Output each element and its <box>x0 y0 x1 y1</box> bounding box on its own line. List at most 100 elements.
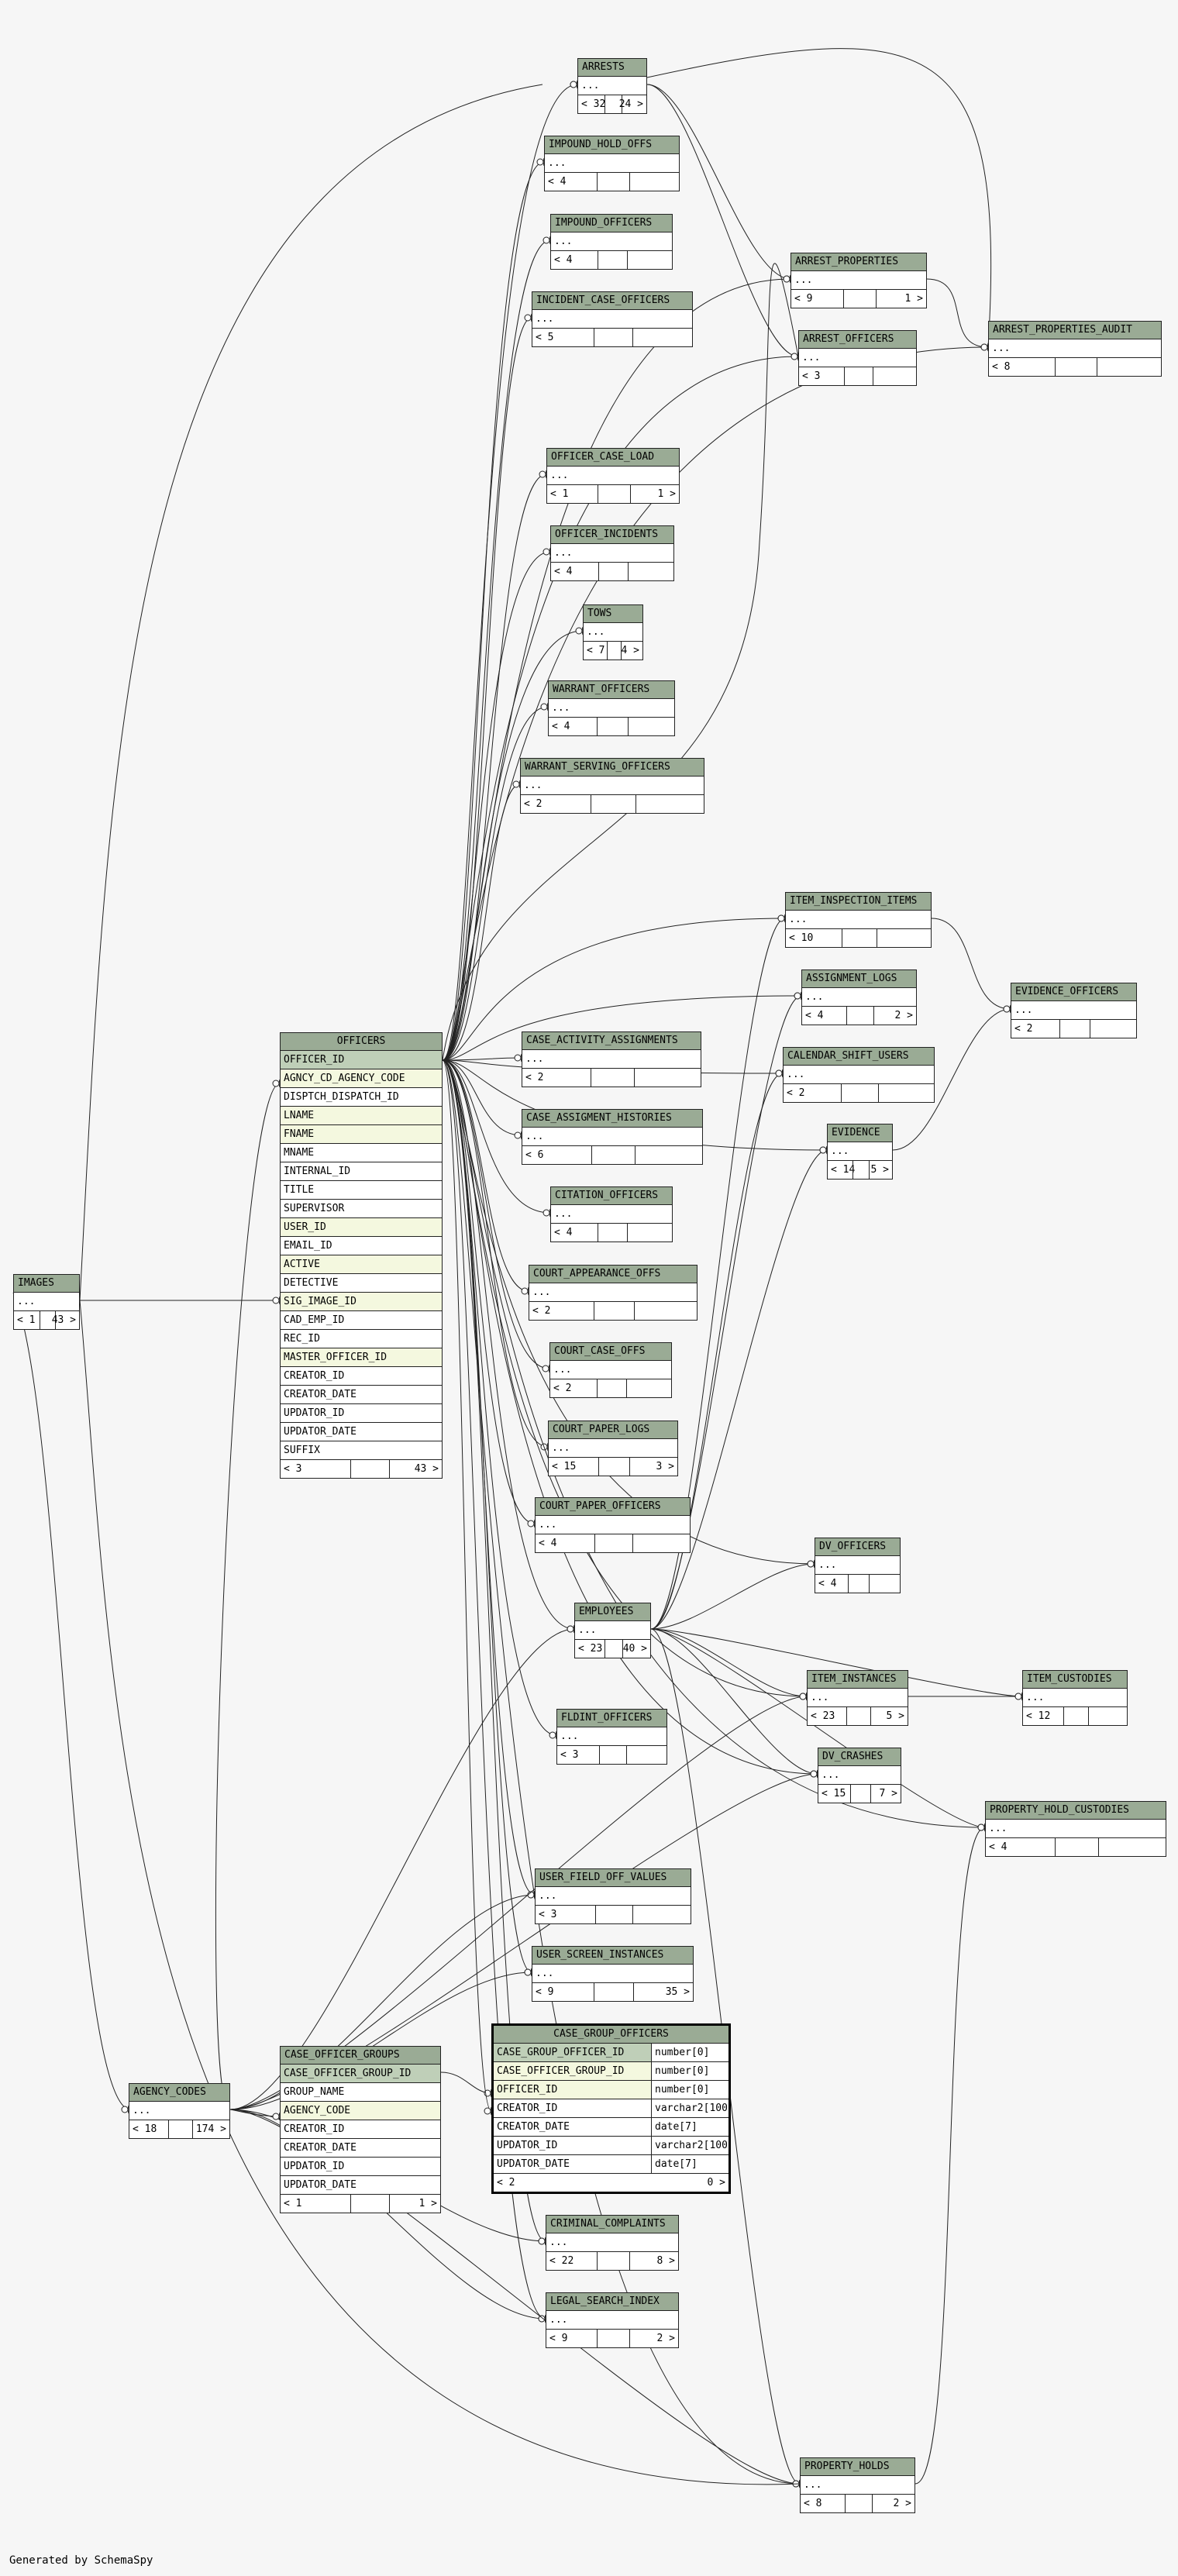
table-fldint-officers[interactable]: FLDINT_OFFICERS...< 3 <box>556 1709 667 1765</box>
column-cad-emp-id: CAD_EMP_ID <box>281 1311 442 1330</box>
table-ellipsis: ... <box>808 1689 908 1707</box>
table-arrest-officers[interactable]: ARREST_OFFICERS...< 3 <box>798 330 917 386</box>
table-footer: < 2 <box>784 1084 934 1102</box>
crows-foot-marker <box>816 1769 818 1779</box>
crows-foot-marker <box>278 1296 281 1305</box>
table-item-inspection-items[interactable]: ITEM_INSPECTION_ITEMS...< 10 <box>785 892 932 948</box>
column-master-officer-id: MASTER_OFFICER_ID <box>281 1348 442 1367</box>
table-footer: < 2 0 > <box>497 2177 725 2189</box>
table-incident-case-officers[interactable]: INCIDENT_CASE_OFFICERS...< 5 <box>532 291 693 347</box>
table-title: ASSIGNMENT_LOGS <box>802 970 916 988</box>
table-case-group-officers[interactable]: CASE_GROUP_OFFICERS CASE_GROUP_OFFICER_I… <box>491 2023 731 2194</box>
table-court-case-offs[interactable]: COURT_CASE_OFFS...< 2 <box>549 1342 672 1398</box>
table-ellipsis: ... <box>545 154 679 173</box>
crows-foot-marker <box>520 1131 522 1140</box>
table-court-appearance-offs[interactable]: COURT_APPEARANCE_OFFS...< 2 <box>529 1265 698 1321</box>
optional-marker <box>514 1054 522 1062</box>
column-updator-id: UPDATOR_ID <box>281 1404 442 1423</box>
table-title: COURT_PAPER_OFFICERS <box>536 1498 690 1516</box>
column-lname: LNAME <box>281 1107 442 1125</box>
column-type: number[0] <box>651 2062 728 2080</box>
crows-foot-marker <box>549 547 551 556</box>
outgoing-count: 43 > <box>51 1314 76 1326</box>
table-arrest-properties-audit[interactable]: ARREST_PROPERTIES_AUDIT...< 8 <box>988 321 1162 377</box>
column-title: TITLE <box>281 1181 442 1200</box>
table-title: ARREST_OFFICERS <box>799 331 916 349</box>
table-dv-officers[interactable]: DV_OFFICERS...< 4 <box>815 1538 901 1593</box>
table-impound-hold-offs[interactable]: IMPOUND_HOLD_OFFS...< 4 <box>544 136 680 191</box>
table-property-hold-custodies[interactable]: PROPERTY_HOLD_CUSTODIES...< 4 <box>985 1801 1166 1857</box>
table-ellipsis: ... <box>986 1820 1166 1838</box>
relationship-line <box>650 1628 1023 1697</box>
incoming-count: < 4 <box>554 1227 573 1238</box>
table-item-custodies[interactable]: ITEM_CUSTODIES...< 12 <box>1022 1670 1128 1726</box>
table-citation-officers[interactable]: CITATION_OFFICERS...< 4 <box>550 1186 673 1242</box>
table-ellipsis: ... <box>784 1066 934 1084</box>
relationship-line <box>442 783 521 1061</box>
incoming-count: < 2 <box>553 1383 572 1394</box>
generated-by-note: Generated by SchemaSpy <box>9 2554 153 2567</box>
incoming-count: < 4 <box>989 1841 1008 1853</box>
table-warrant-serving-officers[interactable]: WARRANT_SERVING_OFFICERS...< 2 <box>520 758 704 814</box>
table-title: LEGAL_SEARCH_INDEX <box>546 2293 678 2311</box>
incoming-count: < 5 <box>536 332 554 343</box>
column-user-id: USER_ID <box>281 1218 442 1237</box>
incoming-count: < 4 <box>554 254 573 266</box>
table-ellipsis: ... <box>818 1766 901 1785</box>
incoming-count: < 9 <box>549 2333 568 2344</box>
relationship-line <box>79 1300 801 2485</box>
table-case-officer-groups[interactable]: CASE_OFFICER_GROUPS CASE_OFFICER_GROUP_I… <box>280 2046 441 2213</box>
table-ellipsis: ... <box>1023 1689 1127 1707</box>
table-footer: < 4 <box>551 1224 672 1242</box>
table-ellipsis: ... <box>828 1142 892 1161</box>
optional-marker <box>521 1287 529 1295</box>
optional-marker <box>514 1131 522 1139</box>
crows-foot-marker <box>798 2479 801 2488</box>
table-title: FLDINT_OFFICERS <box>557 1710 666 1727</box>
table-footer: < 2 <box>529 1302 697 1320</box>
table-impound-officers[interactable]: IMPOUND_OFFICERS...< 4 <box>550 214 673 270</box>
column-detective: DETECTIVE <box>281 1274 442 1293</box>
relationship-line <box>442 317 532 1061</box>
relationship-line <box>442 346 989 1061</box>
table-evidence-officers[interactable]: EVIDENCE_OFFICERS...< 2 <box>1011 983 1137 1038</box>
table-user-field-off-values[interactable]: USER_FIELD_OFF_VALUES...< 3 <box>535 1868 691 1924</box>
table-calendar-shift-users[interactable]: CALENDAR_SHIFT_USERS...< 2 <box>783 1047 935 1103</box>
column-email-id: EMAIL_ID <box>281 1237 442 1255</box>
relationship-line <box>646 48 992 348</box>
table-case-assigment-histories[interactable]: CASE_ASSIGMENT_HISTORIES...< 6 <box>522 1109 703 1165</box>
table-officer-incidents[interactable]: OFFICER_INCIDENTS...< 4 <box>550 525 674 581</box>
relationship-line <box>650 1149 828 1630</box>
table-case-activity-assignments[interactable]: CASE_ACTIVITY_ASSIGNMENTS...< 2 <box>522 1031 701 1087</box>
table-court-paper-officers[interactable]: COURT_PAPER_OFFICERS...< 4 <box>535 1497 691 1553</box>
incoming-count: < 2 <box>787 1087 805 1099</box>
table-title: CASE_GROUP_OFFICERS <box>494 2026 728 2044</box>
crows-foot-marker <box>544 2237 546 2246</box>
table-warrant-officers[interactable]: WARRANT_OFFICERS...< 4 <box>548 680 675 736</box>
table-ellipsis: ... <box>549 1439 677 1458</box>
column-internal-id: INTERNAL_ID <box>281 1162 442 1181</box>
relationship-line <box>646 84 791 280</box>
table-footer: < 4 <box>549 718 674 735</box>
